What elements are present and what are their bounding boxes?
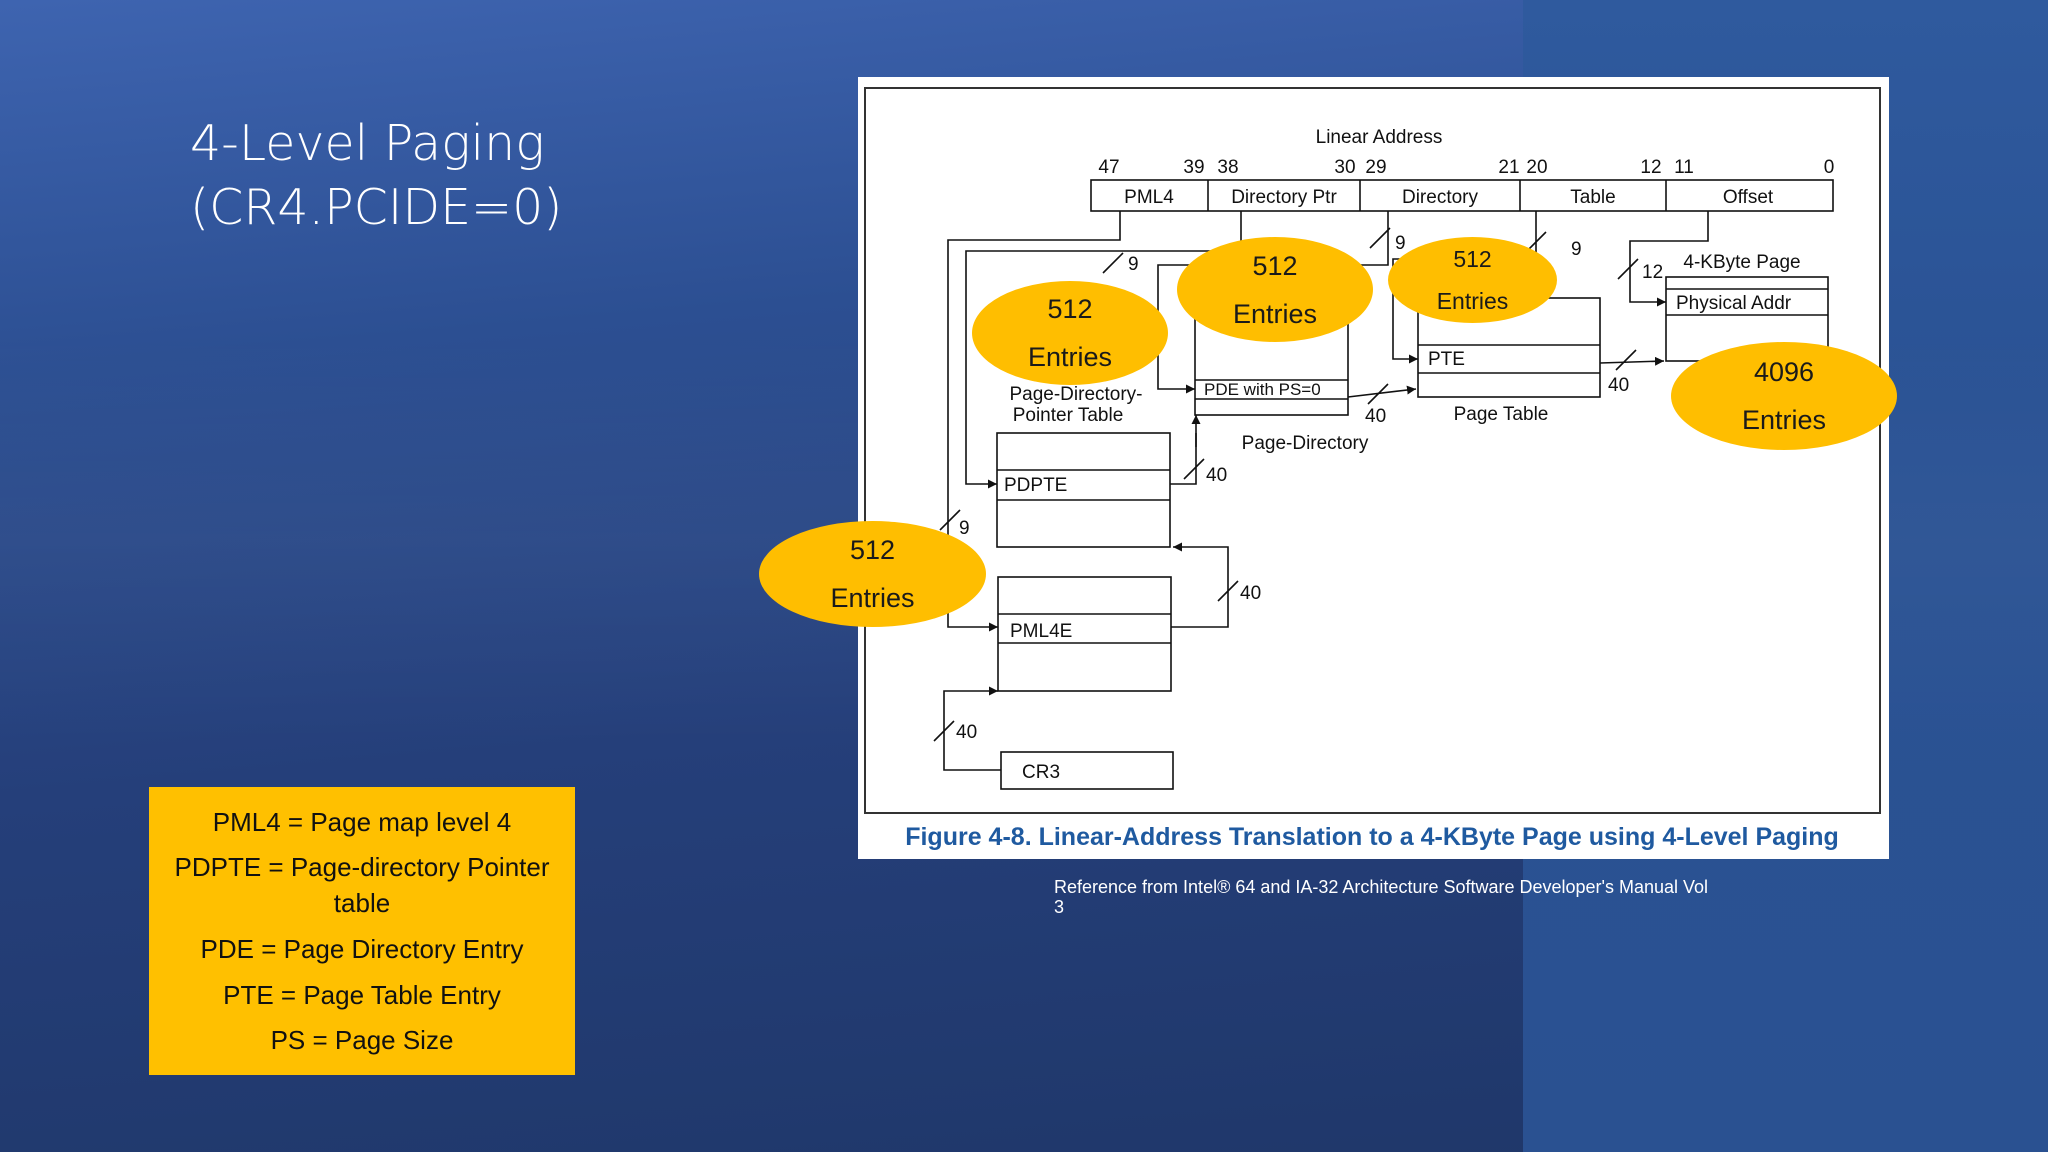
pte-entry: PTE [1428, 349, 1465, 370]
cr3-register-box [1000, 751, 1174, 790]
entries-bubble-pdpt: 512 Entries [972, 281, 1168, 385]
bus-width-table: 9 [1571, 239, 1582, 260]
slide-title: 4-Level Paging (CR4.PCIDE=0) [190, 112, 710, 240]
entries-bubble-label: Entries [1436, 288, 1509, 314]
entries-bubble-count: 512 [1453, 246, 1492, 272]
field-offset: Offset [1723, 187, 1774, 208]
pml4-table-box [997, 576, 1172, 692]
field-directory: Directory [1402, 187, 1479, 208]
legend-item-pte: PTE = Page Table Entry [223, 979, 501, 1010]
legend-item-ps: PS = Page Size [270, 1025, 454, 1056]
field-table: Table [1570, 187, 1615, 208]
bit-label-21: 21 [1498, 157, 1519, 178]
linear-address-label: Linear Address [1316, 127, 1443, 148]
bus-width-pde: 40 [1365, 406, 1386, 427]
pdpt-box [996, 432, 1171, 548]
slide-title-line1: 4-Level Paging [190, 115, 545, 172]
reference-note: Reference from Intel® 64 and IA-32 Archi… [1054, 877, 1709, 917]
entries-bubble-count: 512 [1252, 250, 1298, 281]
entries-bubble-label: Entries [830, 583, 915, 613]
field-pml4: PML4 [1124, 187, 1174, 208]
bit-label-47: 47 [1098, 157, 1119, 178]
connector-lines [933, 211, 1709, 771]
page-label: 4-KByte Page [1683, 252, 1800, 273]
entries-bubble-page-table: 512 Entries [1388, 237, 1557, 323]
bus-width-offset: 12 [1642, 262, 1663, 283]
abbreviation-legend: PML4 = Page map level 4 PDPTE = Page-dir… [149, 787, 575, 1075]
pde-entry: PDE with PS=0 [1204, 380, 1321, 399]
entries-bubble-count: 4096 [1753, 357, 1815, 387]
paging-diagram: Linear Address 47 39 38 30 29 21 20 12 1… [864, 87, 1881, 851]
bit-label-11: 11 [1674, 157, 1694, 178]
pdpt-label-line1: Page-Directory- [1009, 384, 1142, 405]
entries-bubble-page: 4096 Entries [1671, 342, 1897, 450]
entries-bubble-count: 512 [1047, 294, 1093, 324]
legend-item-pde: PDE = Page Directory Entry [200, 933, 524, 964]
pdpt-label-line2: Pointer Table [1013, 405, 1124, 426]
paging-figure: Linear Address 47 39 38 30 29 21 20 12 1… [858, 77, 1889, 859]
bus-width-directory: 9 [1395, 233, 1406, 254]
bit-label-29: 29 [1365, 157, 1386, 178]
entries-bubble-label: Entries [1027, 342, 1113, 372]
bit-label-12: 12 [1640, 157, 1661, 178]
bit-label-38: 38 [1217, 157, 1238, 178]
slide-title-line2: (CR4.PCIDE=0) [190, 179, 563, 236]
entries-bubble-count: 512 [849, 535, 896, 565]
page-table-label: Page Table [1454, 404, 1549, 425]
bus-width-pdpte: 40 [1206, 465, 1227, 486]
page-directory-label: Page-Directory [1242, 433, 1369, 454]
pdpte-entry: PDPTE [1004, 475, 1067, 496]
bus-width-cr3: 40 [956, 722, 977, 743]
bit-label-20: 20 [1526, 157, 1547, 178]
legend-item-pdpte: PDPTE = Page-directory Pointer table [174, 852, 550, 919]
field-directory-ptr: Directory Ptr [1231, 187, 1337, 208]
linear-address-fields [1090, 179, 1834, 212]
figure-frame [864, 87, 1881, 814]
bus-width-pte: 40 [1608, 375, 1629, 396]
bit-label-0: 0 [1824, 157, 1835, 178]
cr3-label: CR3 [1022, 762, 1060, 783]
bit-label-39: 39 [1183, 157, 1204, 178]
entries-bubble-page-directory: 512 Entries [1177, 237, 1373, 342]
bit-label-30: 30 [1334, 157, 1355, 178]
figure-caption: Figure 4-8. Linear-Address Translation t… [905, 823, 1839, 851]
bus-width-pml4: 9 [1128, 254, 1139, 275]
bus-width-pml4e: 40 [1240, 583, 1261, 604]
entries-bubble-label: Entries [1232, 298, 1318, 329]
physical-addr-entry: Physical Addr [1676, 293, 1792, 314]
entries-bubble-label: Entries [1741, 405, 1827, 435]
entries-bubble-pml4: 512 Entries [759, 521, 986, 627]
legend-item-pml4: PML4 = Page map level 4 [212, 806, 512, 837]
bus-width-directory-ptr: 9 [959, 518, 970, 539]
pml4e-entry: PML4E [1010, 621, 1072, 642]
